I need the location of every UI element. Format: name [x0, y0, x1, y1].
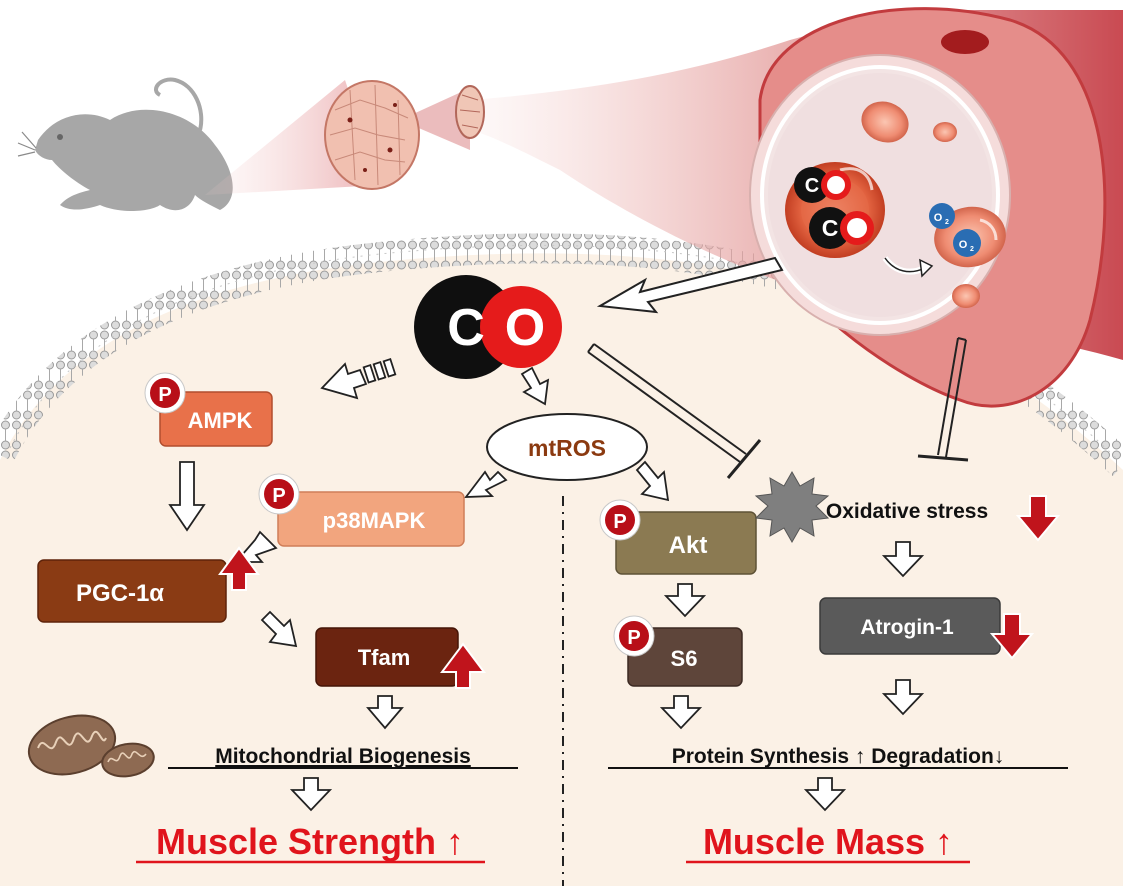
muscle-mass-label: Muscle Mass ↑	[703, 821, 953, 862]
vessel-inhibit-line	[917, 337, 969, 462]
ampk-node: AMPK	[159, 391, 273, 447]
mitochondria-icon	[27, 714, 155, 778]
o2-molecule-2: O 2	[953, 229, 981, 257]
co-inhibit-akt-line	[587, 343, 762, 479]
p38-phospho-label: P	[272, 485, 285, 507]
s6-to-protein-arrow	[659, 695, 703, 730]
co-small-2-c: C	[822, 215, 839, 241]
co-small-1-c: C	[805, 175, 819, 197]
oxidative-stress-label: Oxidative stress	[826, 500, 988, 523]
muscle-fascicle-icon	[324, 80, 420, 190]
oxidative-stress-burst-icon	[754, 470, 830, 544]
akt-phospho-icon: P	[599, 499, 641, 541]
p38-phospho-icon: P	[258, 473, 300, 515]
tfam-up-arrow-icon	[440, 642, 486, 689]
atrogin1-down-arrow-icon	[989, 613, 1035, 660]
ampk-label: AMPK	[188, 408, 253, 433]
co-main-o: O	[505, 299, 545, 357]
p38mapk-label: p38MAPK	[323, 508, 426, 533]
muscle-cone-2	[400, 88, 470, 150]
mouse-icon	[17, 77, 233, 212]
cell-body	[0, 253, 1123, 887]
ampk-phospho-label: P	[158, 384, 171, 406]
pgc1a-up-arrow-icon	[218, 546, 260, 591]
co-molecule-main: C O	[414, 275, 562, 379]
oxidative-to-atrogin-arrow	[881, 541, 925, 578]
mito-to-strength-arrow	[289, 777, 333, 812]
oxidative-stress-down-arrow-icon	[1015, 495, 1061, 542]
mito-biogenesis-label: Mitochondrial Biogenesis	[215, 745, 471, 768]
co-molecule-small-1: C	[794, 167, 851, 203]
tfam-to-mito-arrow	[366, 695, 404, 730]
co-molecule-small-2: C	[809, 207, 874, 249]
s6-phospho-label: P	[627, 627, 640, 649]
s6-node: S6	[627, 627, 743, 687]
muscle-fiber-icon	[455, 85, 485, 139]
mtros-node: mtROS	[486, 413, 648, 481]
ampk-to-pgc-arrow	[168, 461, 206, 532]
o2-2-sub: 2	[970, 246, 974, 253]
protein-to-mass-arrow	[803, 777, 847, 812]
muscle-strength-label: Muscle Strength ↑	[156, 821, 464, 862]
tfam-label: Tfam	[358, 645, 411, 670]
atrogin1-label: Atrogin-1	[860, 616, 954, 639]
co-main-c: C	[447, 299, 485, 357]
co-to-mtros-arrow	[520, 366, 550, 406]
mtros-label: mtROS	[528, 435, 606, 461]
o2-1-sub: 2	[945, 219, 949, 226]
membrane-outline	[9, 244, 1119, 461]
akt-to-s6-arrow	[663, 583, 707, 618]
ampk-phospho-icon: P	[144, 372, 186, 414]
tfam-node: Tfam	[315, 627, 459, 687]
p38mapk-node: p38MAPK	[277, 491, 465, 547]
o2-1-label: O	[934, 212, 943, 224]
s6-label: S6	[671, 646, 698, 671]
vessel-to-co-arrow	[596, 256, 784, 314]
o2-molecule-1: O 2	[929, 203, 955, 229]
vessel-exchange-arrow	[882, 256, 934, 278]
pgc-to-tfam-arrow	[260, 610, 298, 648]
akt-label: Akt	[669, 532, 708, 559]
mtros-to-akt-arrow	[635, 460, 670, 502]
protein-synthesis-label: Protein Synthesis ↑ Degradation↓	[672, 745, 1005, 768]
co-to-ampk-arrow	[320, 358, 397, 400]
mtros-to-p38-arrow	[464, 470, 508, 498]
atrogin-to-degradation-arrow	[881, 679, 925, 716]
o2-2-label: O	[959, 239, 968, 251]
pgc1a-label: PGC-1α	[76, 580, 164, 607]
atrogin1-node: Atrogin-1	[819, 597, 1001, 655]
akt-node: Akt	[615, 511, 757, 575]
akt-phospho-label: P	[613, 511, 626, 533]
s6-phospho-icon: P	[613, 615, 655, 657]
pgc1a-node: PGC-1α	[37, 559, 227, 623]
